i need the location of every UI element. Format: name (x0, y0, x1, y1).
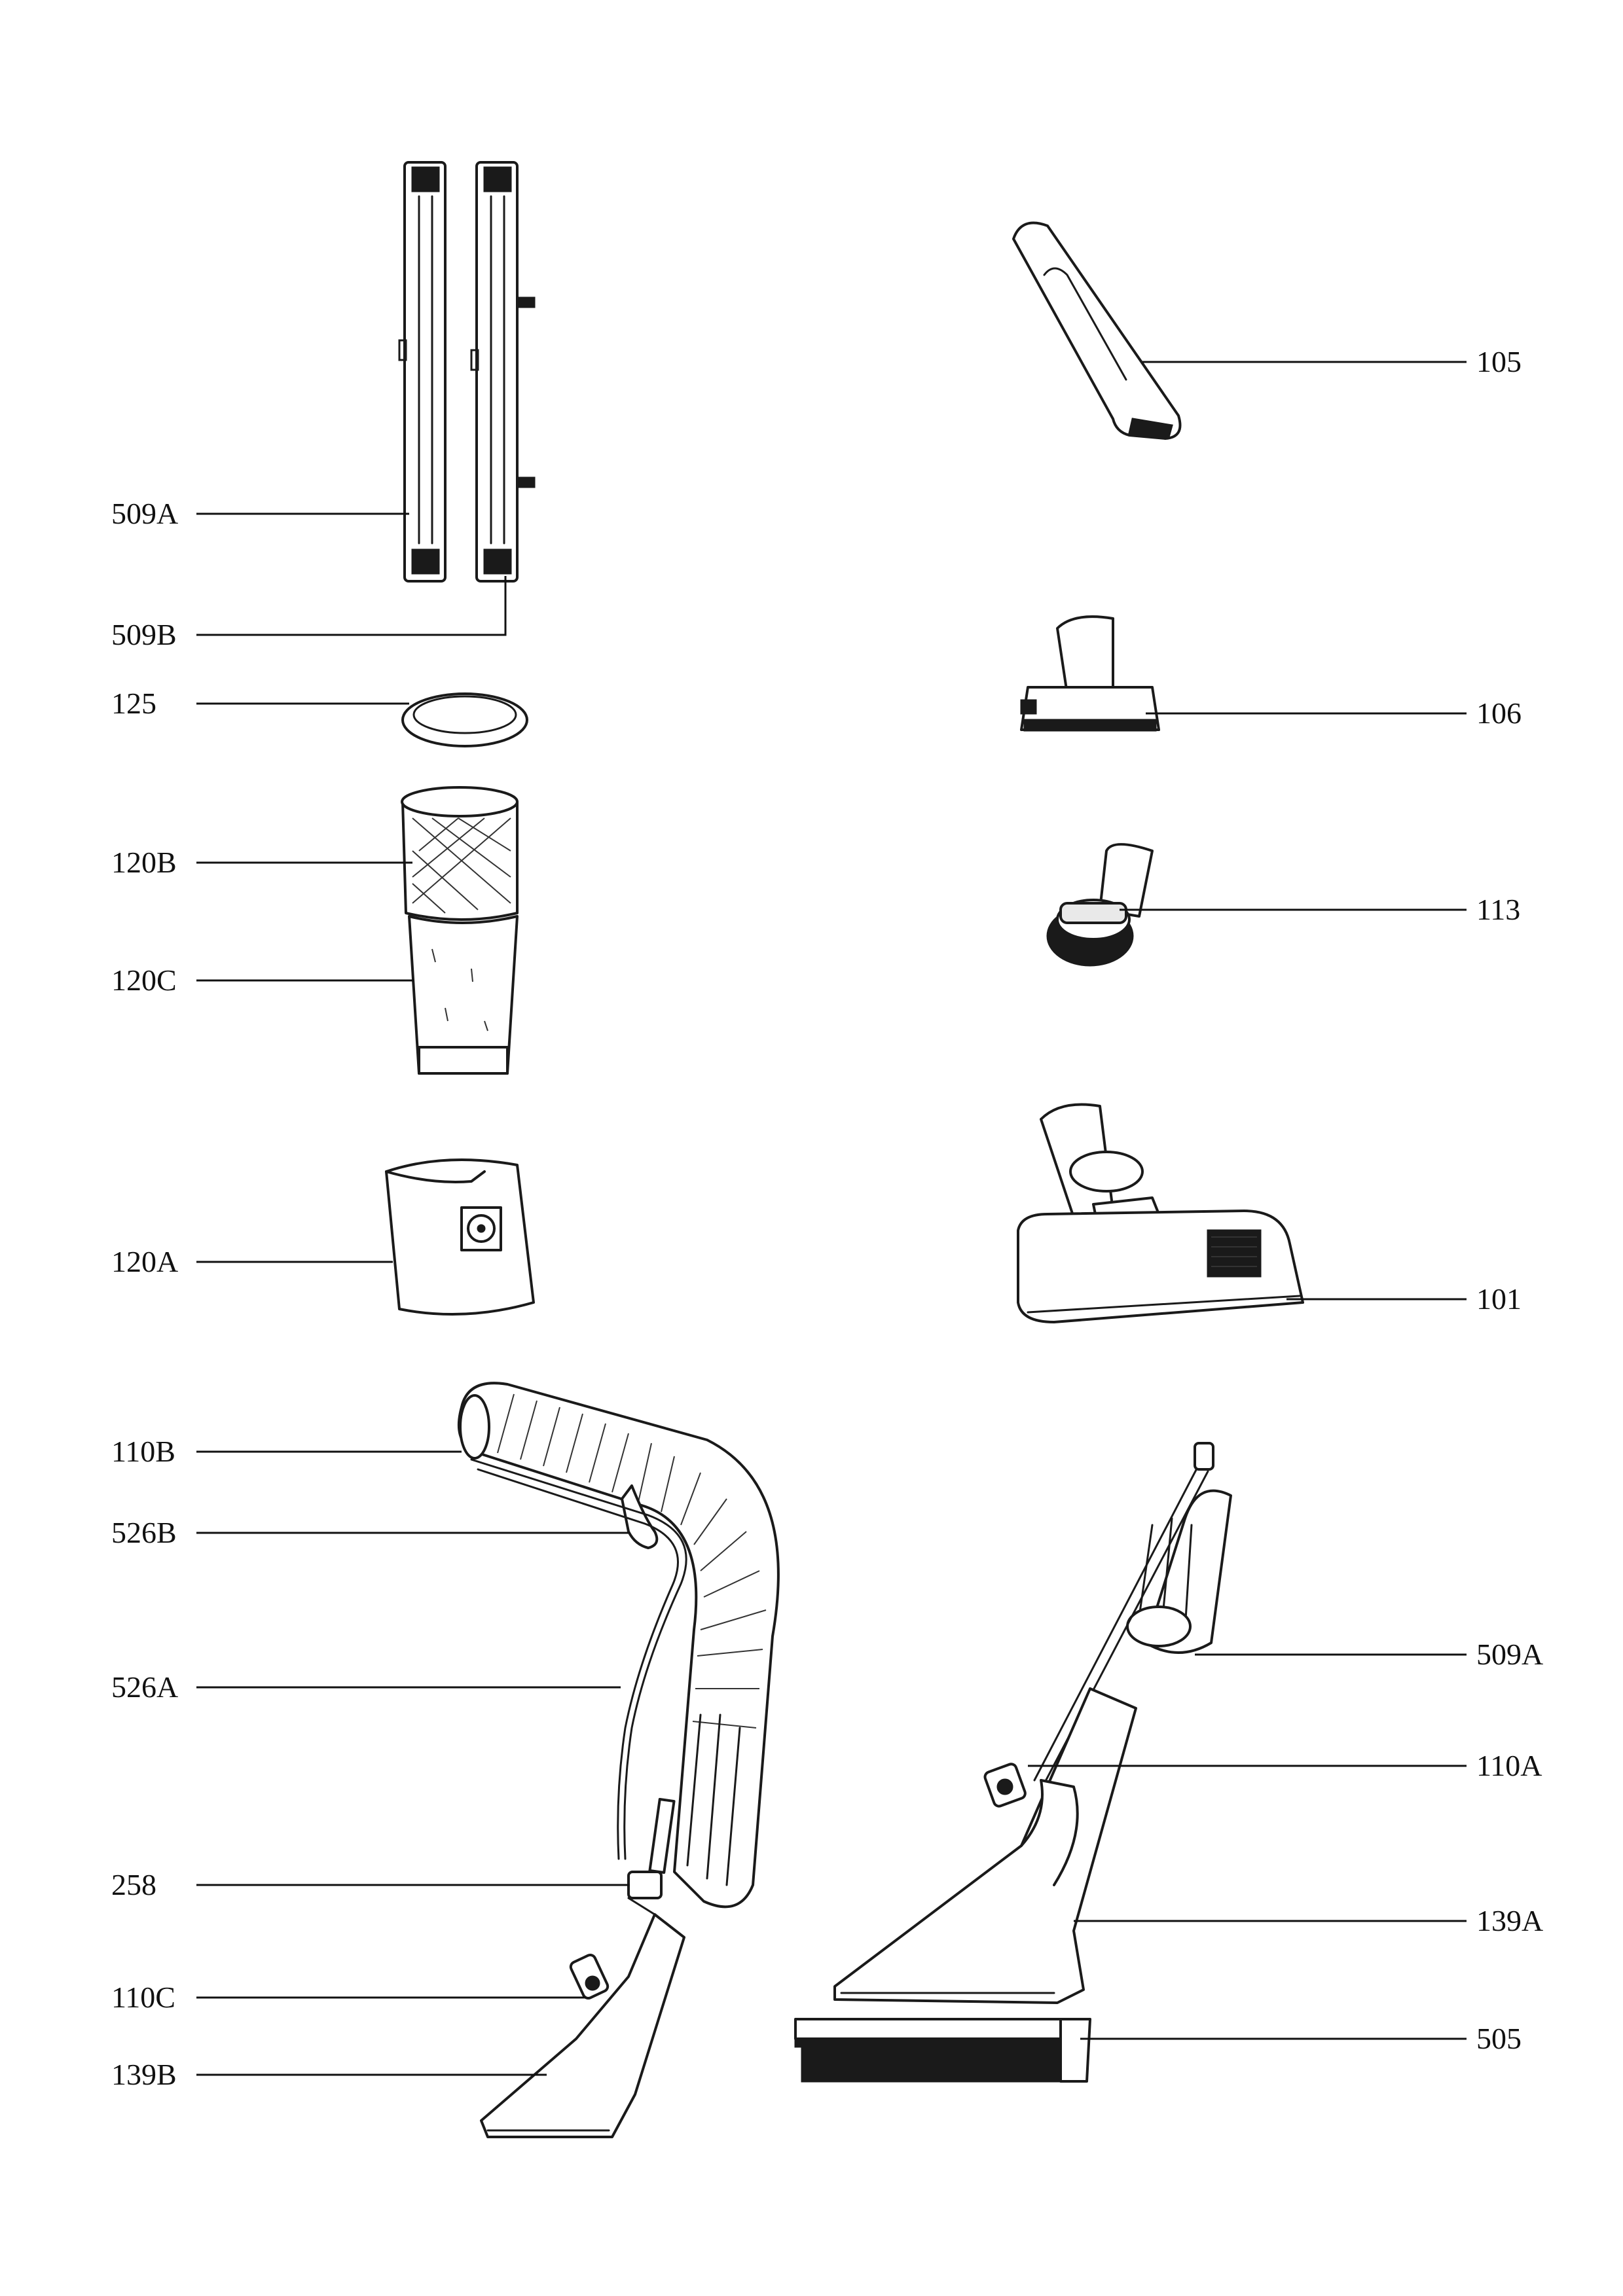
leader-509b (196, 576, 507, 636)
part-106-brush (1020, 615, 1160, 732)
callout-139a: 139A (1476, 1904, 1543, 1937)
callout-120c: 120C (111, 963, 177, 997)
callout-110a: 110A (1476, 1749, 1542, 1782)
callout-113: 113 (1476, 893, 1520, 926)
part-509b-blade (470, 161, 536, 583)
callout-120a: 120A (111, 1245, 178, 1278)
callout-509a-right: 509A (1476, 1638, 1543, 1671)
part-509a-blade (398, 161, 447, 583)
part-110a-valve (983, 1763, 1027, 1808)
callout-125: 125 (111, 687, 156, 720)
callout-110b: 110B (111, 1435, 175, 1468)
part-110b-hose (457, 1382, 780, 1909)
part-505-brush-strip (794, 2018, 1091, 2083)
part-113-dusting-brush (1046, 843, 1154, 967)
callout-106: 106 (1476, 696, 1522, 730)
part-120b-filter (401, 786, 519, 921)
callout-110c: 110C (111, 1981, 175, 2014)
part-258-valve (627, 1798, 676, 1899)
part-110c-valve (569, 1953, 610, 2000)
callout-509a-left: 509A (111, 497, 178, 530)
callout-120b: 120B (111, 846, 177, 879)
callout-509b: 509B (111, 618, 177, 651)
part-139b-tool (480, 1897, 685, 2138)
callout-258: 258 (111, 1868, 156, 1901)
callout-526b: 526B (111, 1516, 177, 1549)
callout-139b: 139B (111, 2058, 177, 2091)
part-101-floor-nozzle (1017, 1103, 1304, 1323)
part-125-ring (401, 692, 528, 747)
callout-labels-right: 105 106 113 101 509A 110A 139A 505 (1476, 345, 1543, 2055)
callout-526a: 526A (111, 1670, 178, 1704)
part-509a-wand (1033, 1442, 1232, 1785)
callout-101: 101 (1476, 1282, 1522, 1316)
callout-505: 505 (1476, 2022, 1522, 2055)
callout-105: 105 (1476, 345, 1522, 378)
part-526a-tube (470, 1458, 687, 1860)
leader-lines (196, 361, 1467, 2076)
part-105-crevice-tool (1012, 221, 1182, 440)
part-120a-holder (385, 1158, 535, 1316)
part-139a-head (833, 1687, 1137, 2004)
part-120c-bag (408, 915, 519, 1075)
callout-labels-left: 509A 509B 125 120B 120C 120A 110B 526B 5… (111, 497, 178, 2091)
